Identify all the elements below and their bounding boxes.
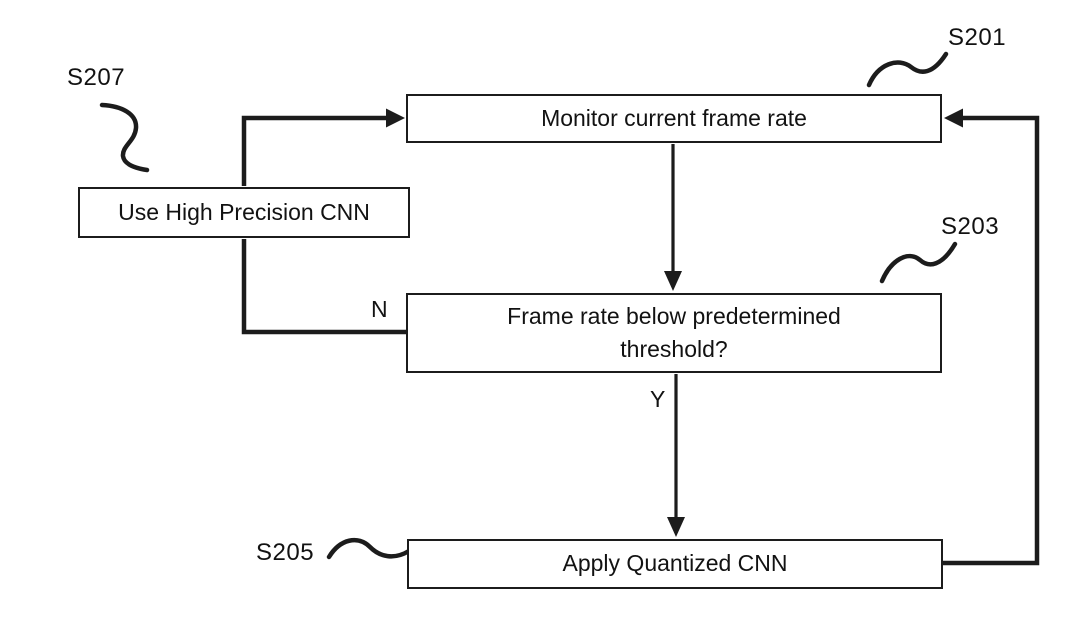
arrowhead-into-apply-top [667,517,685,537]
squiggle-s203 [879,241,958,284]
step-reference-s207: S207 [67,64,126,91]
arrowhead-into-threshold-top [664,271,682,291]
line-threshold-no-branch [241,239,406,335]
branch-label-yes: Y [650,386,666,412]
decision-box-label: Frame rate below predetermined threshold… [507,302,841,362]
arrowhead-into-monitor-left [386,108,405,128]
step-box-label: Monitor current frame rate [541,104,807,131]
step-box-apply-quantized-cnn: Apply Quantized CNN [407,539,943,589]
step-reference-s203: S203 [941,213,1000,240]
squiggle-s201 [866,51,949,88]
step-box-use-high-precision-cnn: Use High Precision CNN [78,187,410,238]
branch-label-no: N [371,296,388,322]
line-apply-feedback-to-monitor [941,115,1040,566]
step-box-label: Apply Quantized CNN [562,550,788,577]
step-reference-s205: S205 [256,539,315,566]
arrow-highprecision-to-monitor [241,115,388,186]
squiggle-s205 [326,537,412,560]
squiggle-s207 [99,102,150,173]
decision-box-frame-rate-threshold: Frame rate below predetermined threshold… [406,293,942,373]
step-reference-s201: S201 [948,24,1007,51]
step-box-label: Use High Precision CNN [118,198,370,225]
arrowhead-into-monitor-right [944,108,963,128]
step-box-monitor-frame-rate: Monitor current frame rate [406,94,942,143]
